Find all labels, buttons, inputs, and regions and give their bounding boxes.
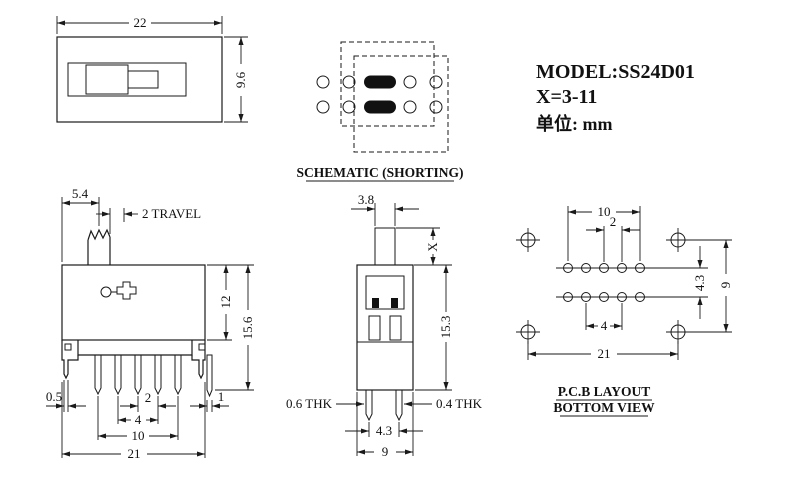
front-right-bracket bbox=[191, 340, 206, 380]
schematic-shorting-bar-top bbox=[364, 75, 396, 89]
front-side-terminal bbox=[206, 354, 213, 398]
front-left-bracket bbox=[61, 340, 79, 380]
side-x-dim: X bbox=[425, 242, 440, 252]
schematic-position-frame-1 bbox=[340, 41, 435, 127]
front-side-pin-dim: 1 bbox=[218, 389, 225, 404]
top-view-width-dim: 22 bbox=[134, 15, 147, 30]
front-offset-dim: 5.4 bbox=[72, 186, 89, 201]
schematic-pins bbox=[316, 75, 443, 114]
unit-note: 单位: mm bbox=[536, 113, 612, 134]
top-view: 22 9.6 bbox=[56, 15, 248, 123]
side-depth-dim: 9 bbox=[382, 444, 389, 459]
front-foot-dim: 0.5 bbox=[46, 389, 62, 404]
pcb-span10-dim: 10 bbox=[598, 204, 611, 219]
front-span10-dim: 10 bbox=[132, 428, 145, 443]
side-inner-cavity bbox=[365, 275, 405, 310]
top-view-slot bbox=[67, 62, 187, 97]
side-knob-dim: 3.8 bbox=[358, 192, 374, 207]
front-body-height-dim: 12 bbox=[218, 296, 233, 309]
pcb-pin-holes bbox=[563, 263, 645, 302]
top-view-slot-opening bbox=[127, 70, 159, 89]
top-view-height-dim: 9.6 bbox=[233, 71, 248, 88]
front-view: 5.4 2 TRAVEL 12 15.6 0.5 2 4 10 bbox=[46, 186, 255, 461]
schematic-view: SCHEMATIC (SHORTING) bbox=[297, 41, 464, 182]
front-body-outline bbox=[61, 264, 206, 341]
side-actuator-knob bbox=[374, 227, 396, 266]
side-thk-left-label: 0.6 THK bbox=[286, 396, 333, 411]
front-span4-dim: 4 bbox=[135, 412, 142, 427]
pcb-caption-line2: BOTTOM VIEW bbox=[553, 400, 655, 415]
front-terminal-pins bbox=[94, 354, 213, 398]
front-width-dim: 21 bbox=[128, 446, 141, 461]
side-view: 3.8 X 15.3 0.6 THK 0.4 THK 4.3 9 bbox=[286, 192, 483, 459]
front-base-plate bbox=[77, 340, 193, 356]
front-actuator-shaft bbox=[87, 228, 111, 265]
title-block: MODEL:SS24D01 X=3-11 单位: mm bbox=[536, 61, 695, 134]
front-pitch-dim: 2 bbox=[145, 390, 152, 405]
pcb-span4-dim: 4 bbox=[601, 318, 608, 333]
pcb-height-dim: 9 bbox=[718, 282, 733, 289]
front-total-height-dim: 15.6 bbox=[240, 316, 255, 339]
schematic-caption: SCHEMATIC (SHORTING) bbox=[297, 165, 464, 180]
schematic-shorting-bar-bottom bbox=[364, 100, 396, 114]
pcb-caption-line1: P.C.B LAYOUT bbox=[558, 384, 650, 399]
side-body-dim: 15.3 bbox=[438, 316, 453, 339]
top-view-knob bbox=[85, 64, 129, 95]
pcb-width-dim: 21 bbox=[598, 346, 611, 361]
front-left-bracket-hole bbox=[64, 343, 72, 351]
side-contact-left bbox=[368, 315, 381, 341]
side-terminal-pins bbox=[365, 389, 403, 422]
pcb-view: 10 2 4.3 9 4 21 P.C.B LAYOUT BOTTOM VIEW bbox=[516, 204, 733, 417]
x-range: X=3-11 bbox=[536, 86, 597, 108]
front-travel-dim: 2 TRAVEL bbox=[142, 206, 201, 221]
pcb-pitch-dim: 2 bbox=[610, 214, 617, 229]
side-thk-right-label: 0.4 THK bbox=[436, 396, 483, 411]
side-body-outline bbox=[356, 264, 414, 391]
front-contact-clip bbox=[116, 281, 137, 300]
side-contact-right bbox=[389, 315, 402, 341]
front-right-bracket-hole bbox=[198, 343, 206, 351]
top-view-body-outline bbox=[56, 36, 223, 123]
model-number: MODEL:SS24D01 bbox=[536, 61, 695, 83]
side-pin-span-dim: 4.3 bbox=[376, 423, 392, 438]
pcb-row-gap-dim: 4.3 bbox=[692, 275, 707, 291]
front-contact-rivet bbox=[100, 286, 112, 298]
